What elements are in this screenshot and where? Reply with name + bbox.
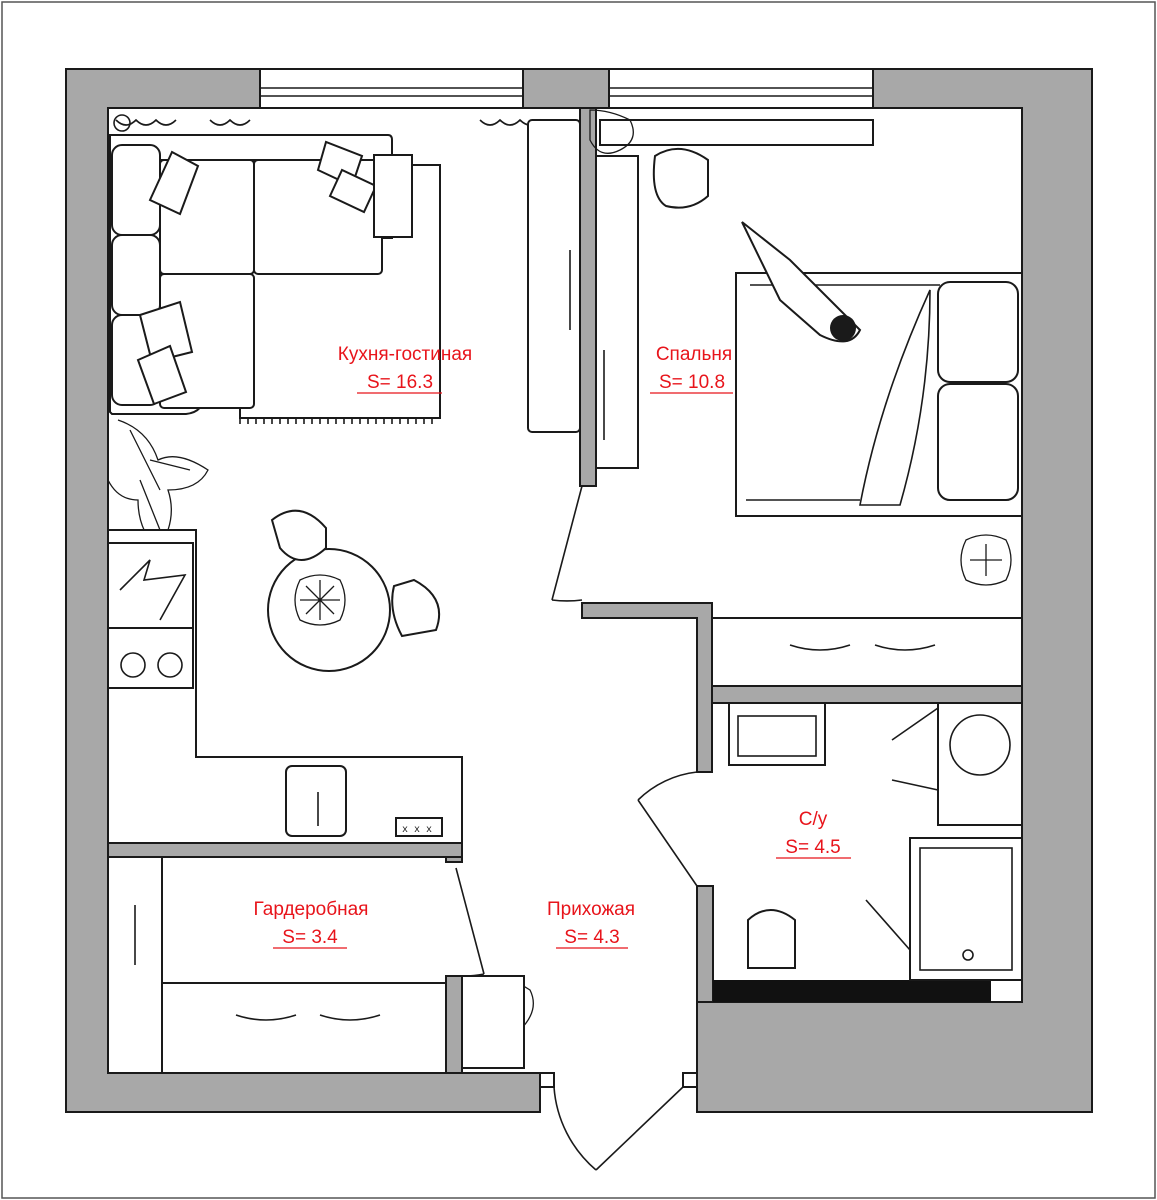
shoe-cabinet xyxy=(461,975,525,1069)
washer-drum-icon xyxy=(949,714,1011,776)
sofa-back-1 xyxy=(111,144,161,236)
bedroom-desk xyxy=(711,617,1023,687)
walls xyxy=(65,68,1093,1113)
door-bedroom xyxy=(551,485,583,602)
room-area-hallway: S= 4.3 xyxy=(564,927,619,948)
curtains xyxy=(115,118,561,126)
bathroom-fixtures xyxy=(728,702,1023,981)
wall-wardrobe-right xyxy=(445,975,463,1074)
sofa-back-2 xyxy=(111,234,161,316)
room-area-wardrobe: S= 3.4 xyxy=(282,927,338,948)
wall-wardrobe-top xyxy=(107,842,463,858)
burner-icon xyxy=(120,652,146,678)
bed-pillow xyxy=(937,383,1019,501)
wall-bedroom-bottom xyxy=(581,602,713,773)
doors xyxy=(455,485,939,1171)
dishwasher xyxy=(395,817,443,837)
dining-table xyxy=(267,548,391,672)
chair xyxy=(270,509,327,561)
wall-partition-bedroom xyxy=(579,107,597,487)
living-furniture xyxy=(107,109,1012,1034)
bathroom-threshold xyxy=(713,980,991,1002)
door-entrance xyxy=(553,1086,684,1171)
pillow xyxy=(148,150,200,216)
toilet xyxy=(747,909,796,969)
chair-bedroom xyxy=(652,148,709,209)
dishwasher-label: x x x xyxy=(402,825,432,836)
door-jamb-right xyxy=(682,1072,698,1088)
room-area-bathroom: S= 4.5 xyxy=(785,837,840,858)
burner-icon xyxy=(157,652,183,678)
person-icon xyxy=(741,221,862,343)
wall-pier-top xyxy=(522,68,610,109)
wardrobe-column xyxy=(527,119,581,433)
pillow xyxy=(138,300,194,364)
washing-machine xyxy=(937,702,1023,826)
throw-blanket xyxy=(373,154,413,238)
room-area-kitchen-living: S= 16.3 xyxy=(367,372,433,393)
shower xyxy=(909,837,1023,981)
door-jamb xyxy=(539,1072,555,1088)
room-name-hallway: Прихожая xyxy=(547,899,635,920)
kitchen-sink xyxy=(285,765,347,837)
kitchen-units: x x x xyxy=(107,529,463,844)
room-name-bedroom: Спальня xyxy=(656,344,732,365)
bed-blanket-fold xyxy=(859,289,931,506)
chair xyxy=(391,578,441,638)
kitchen-counter xyxy=(107,529,463,844)
bedroom-furniture xyxy=(527,119,1023,687)
person-head-icon xyxy=(830,315,856,341)
wardrobe-rail xyxy=(161,982,447,1074)
fridge xyxy=(107,542,194,629)
room-name-wardrobe: Гардеробная xyxy=(254,899,369,920)
room-name-bathroom: С/у xyxy=(799,809,828,830)
pillow xyxy=(136,344,188,406)
bathroom-sink xyxy=(728,702,826,766)
sofa-cushion-2 xyxy=(253,159,383,275)
bedroom-cabinet xyxy=(595,155,639,469)
bed-pillow xyxy=(937,281,1019,383)
room-area-bedroom: S= 10.8 xyxy=(659,372,725,393)
wall-bathroom-left xyxy=(696,885,714,1003)
door-wardrobe xyxy=(455,867,485,977)
door-bathroom-inner xyxy=(865,707,939,951)
bedroom-shelf xyxy=(599,119,874,146)
door-bathroom xyxy=(637,771,698,887)
wardrobe-room xyxy=(107,856,525,1074)
room-name-kitchen-living: Кухня-гостиная xyxy=(338,344,472,365)
windows xyxy=(113,68,874,146)
room-labels: Кухня-гостиная S= 16.3 Спальня S= 10.8 С… xyxy=(254,344,851,949)
wall-bathroom-top xyxy=(711,685,1023,704)
